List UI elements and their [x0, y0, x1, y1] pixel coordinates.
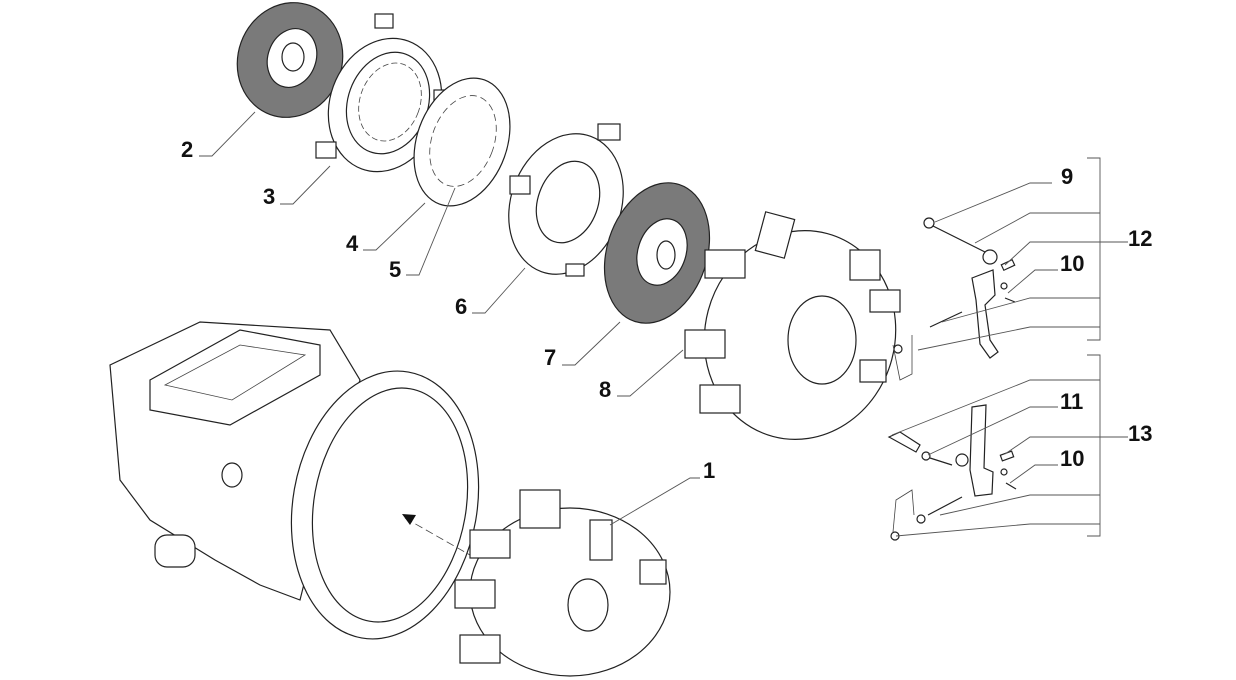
callout-13: 13 [1128, 421, 1152, 446]
callout-2: 2 [181, 137, 193, 162]
callout-10-upper: 10 [1060, 251, 1084, 276]
callout-9: 9 [1061, 164, 1073, 189]
callout-10-lower: 10 [1060, 446, 1084, 471]
friction-disc [603, 182, 711, 324]
pressure-plate [508, 123, 624, 277]
callout-11: 11 [1060, 389, 1083, 414]
callout-12: 12 [1128, 226, 1152, 251]
friction-disc-top [236, 2, 344, 118]
release-lever-lower [887, 404, 1017, 541]
callout-7: 7 [544, 345, 556, 370]
group-brackets [1087, 157, 1101, 537]
clutch-cover [684, 211, 901, 440]
transmission-housing [109, 321, 480, 640]
leader-lines [199, 111, 1128, 537]
callout-5: 5 [389, 257, 401, 282]
release-lever-upper [892, 217, 1016, 381]
callout-1: 1 [703, 458, 715, 483]
callout-3: 3 [263, 184, 275, 209]
callout-6: 6 [455, 294, 467, 319]
callout-4: 4 [346, 231, 359, 256]
clutch-assembly [454, 489, 671, 677]
callout-8: 8 [599, 377, 611, 402]
toothed-plate [413, 77, 511, 207]
